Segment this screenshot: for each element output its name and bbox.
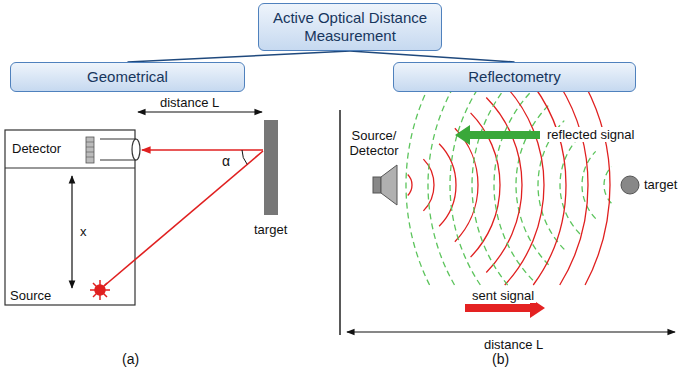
sent-wave	[533, 85, 566, 285]
housing	[5, 130, 135, 305]
reflected-ray	[142, 149, 263, 151]
reflected-arrow	[455, 125, 540, 145]
target-ball	[621, 176, 639, 194]
light-ray	[104, 151, 263, 286]
tree-connector	[350, 51, 515, 62]
target-plate	[264, 120, 278, 215]
root-box: Active Optical Distance Measurement	[258, 3, 442, 51]
distance-dimension	[138, 111, 262, 112]
lens-tube	[100, 139, 136, 160]
detector-array	[86, 137, 94, 163]
angle-label: α	[222, 154, 230, 169]
box-title: Active Optical Distance Measurement	[267, 9, 433, 45]
sent-wave	[560, 85, 588, 285]
sent-wave	[455, 128, 478, 241]
box-title: Geometrical	[19, 68, 236, 86]
reflected-wave	[406, 85, 430, 285]
signal-label: sent signal	[470, 288, 536, 303]
category-box: Geometrical	[10, 62, 245, 92]
speaker-cone	[381, 165, 397, 205]
signal-label: reflected signal	[545, 127, 636, 142]
reflected-wave	[450, 85, 480, 285]
reflected-wave	[582, 151, 596, 218]
waves	[406, 85, 611, 285]
angle-arc	[242, 150, 247, 164]
subfigure-label: (a)	[122, 352, 139, 367]
sent-wave	[486, 98, 522, 273]
sent-wave	[585, 85, 610, 285]
part-label: target	[254, 222, 287, 237]
x-dimension	[71, 176, 72, 288]
sent-wave	[408, 175, 412, 196]
dimension-label: distance L	[482, 337, 545, 352]
housing-divider	[5, 167, 135, 168]
part-label: Source	[10, 288, 51, 303]
part-label: target	[642, 177, 679, 192]
reflected-wave	[494, 90, 533, 280]
distance-dimension	[347, 331, 675, 332]
tree-connector	[128, 51, 351, 62]
lens	[132, 139, 140, 160]
detector-pixels	[86, 142, 94, 157]
dimension-label: distance L	[160, 95, 219, 110]
category-box: Reflectometry	[393, 62, 636, 92]
subfigure-label: (b)	[492, 352, 509, 367]
speaker-body	[373, 177, 381, 193]
part-label: Detector	[12, 141, 61, 156]
sent-wave	[505, 85, 544, 285]
dimension-label: x	[80, 224, 87, 239]
part-label: Source/ Detector	[343, 128, 405, 158]
reflected-wave	[428, 85, 454, 285]
reflected-wave	[472, 85, 508, 285]
divider	[339, 110, 341, 335]
box-title: Reflectometry	[402, 68, 627, 86]
sent-wave	[439, 144, 456, 227]
